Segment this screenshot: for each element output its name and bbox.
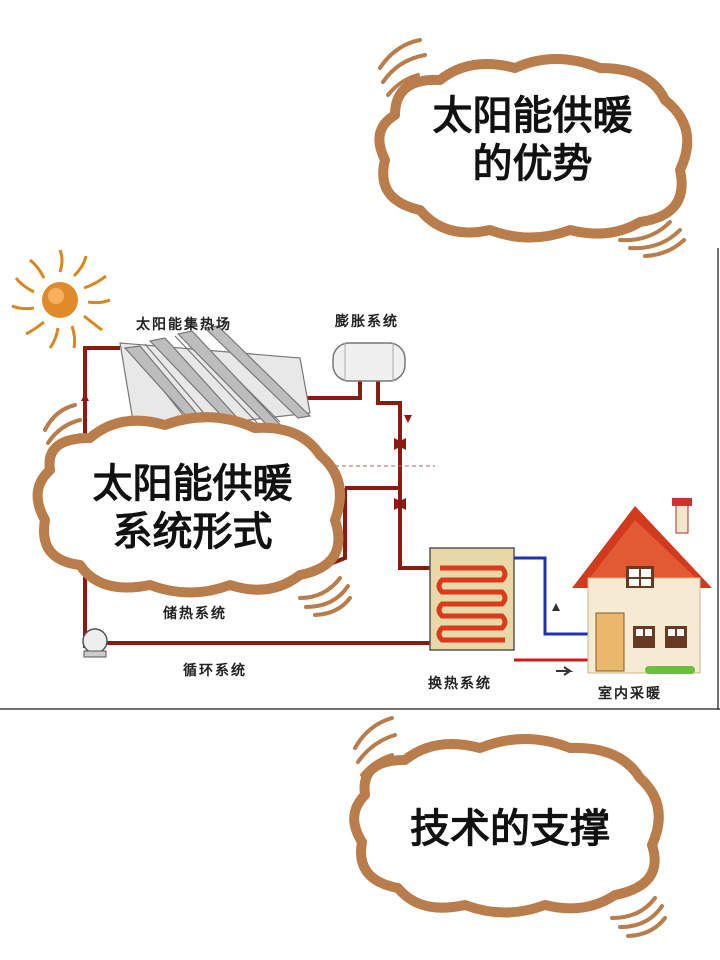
bubble-middle-left-text: 太阳能供暖 系统形式 — [55, 460, 330, 556]
bubble-bottom-right-line1: 技术的支撑 — [410, 806, 610, 852]
solar-heating-diagram: 太阳能集热场 膨胀系统 储热系统 循环系统 换热系统 室内采暖 — [0, 248, 720, 710]
bubble-bottom-right-text: 技术的支撑 — [375, 805, 645, 853]
bubble-top-right-text: 太阳能供暖 的优势 — [405, 92, 660, 188]
label-heat-exchange: 换热系统 — [428, 676, 492, 692]
bubble-top-right-line2: 的优势 — [472, 141, 593, 187]
sun-icon — [11, 249, 111, 349]
heat-exchanger — [429, 547, 515, 651]
label-circulation: 循环系统 — [183, 663, 247, 679]
cold-return-line — [514, 556, 588, 636]
bubble-middle-left-line1: 太阳能供暖 — [92, 461, 293, 507]
label-indoor-heating: 室内采暖 — [598, 686, 662, 702]
label-expansion-system: 膨胀系统 — [335, 314, 399, 330]
bubble-middle-left-line2: 系统形式 — [112, 509, 273, 555]
bubble-top-right-line1: 太阳能供暖 — [432, 93, 633, 139]
pump-icon — [82, 628, 108, 658]
label-heat-storage: 储热系统 — [163, 606, 227, 622]
house-icon — [572, 498, 712, 674]
solar-collectors — [119, 325, 312, 455]
label-collector-field: 太阳能集热场 — [136, 317, 232, 333]
expansion-tank — [332, 342, 406, 382]
